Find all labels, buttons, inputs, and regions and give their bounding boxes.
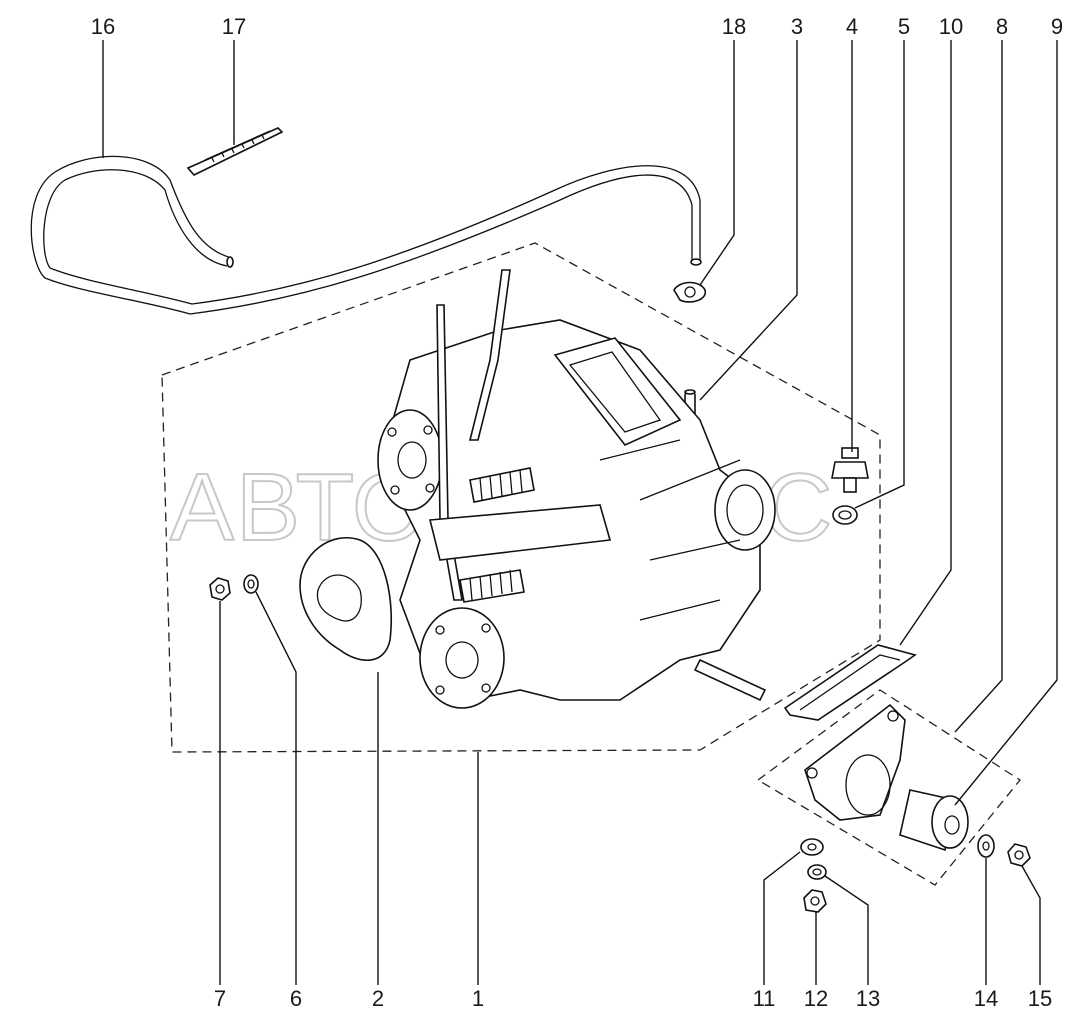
nut-part-7 (209, 577, 231, 601)
transfer-case-part-1 (377, 269, 776, 709)
washer-part-5 (832, 505, 858, 525)
clamp-part-18 (673, 281, 706, 303)
label-5: 5 (898, 14, 910, 39)
nut-part-15 (1007, 843, 1031, 867)
label-15: 15 (1028, 986, 1052, 1011)
label-9: 9 (1051, 14, 1063, 39)
label-2: 2 (372, 986, 384, 1011)
lock-washer-part-13 (807, 864, 827, 880)
washer-part-6 (243, 574, 259, 594)
label-1: 1 (472, 986, 484, 1011)
assembly-1-outline (161, 242, 881, 753)
label-16: 16 (91, 14, 115, 39)
bushing-part-9 (899, 789, 969, 852)
cover-part-2 (299, 537, 393, 662)
label-18: 18 (722, 14, 746, 39)
leader-lines (102, 40, 1058, 985)
switch-part-4 (831, 447, 869, 493)
nut-part-12 (803, 889, 827, 913)
label-4: 4 (846, 14, 858, 39)
washer-part-14 (977, 834, 995, 858)
label-10: 10 (939, 14, 963, 39)
label-12: 12 (804, 986, 828, 1011)
label-8: 8 (996, 14, 1008, 39)
label-6: 6 (290, 986, 302, 1011)
label-14: 14 (974, 986, 998, 1011)
label-17: 17 (222, 14, 246, 39)
part-labels: 16 17 18 3 4 5 10 8 9 7 6 2 1 11 12 13 1… (91, 14, 1063, 1011)
cable-tie-part-17 (186, 127, 284, 176)
plate-part-10 (783, 644, 917, 721)
assembly-8-outline (756, 689, 1021, 886)
washer-part-11 (800, 838, 824, 856)
bracket-part-8 (804, 703, 906, 821)
label-3: 3 (791, 14, 803, 39)
hose-part-16 (30, 155, 702, 315)
label-13: 13 (856, 986, 880, 1011)
label-7: 7 (214, 986, 226, 1011)
label-11: 11 (753, 986, 776, 1011)
